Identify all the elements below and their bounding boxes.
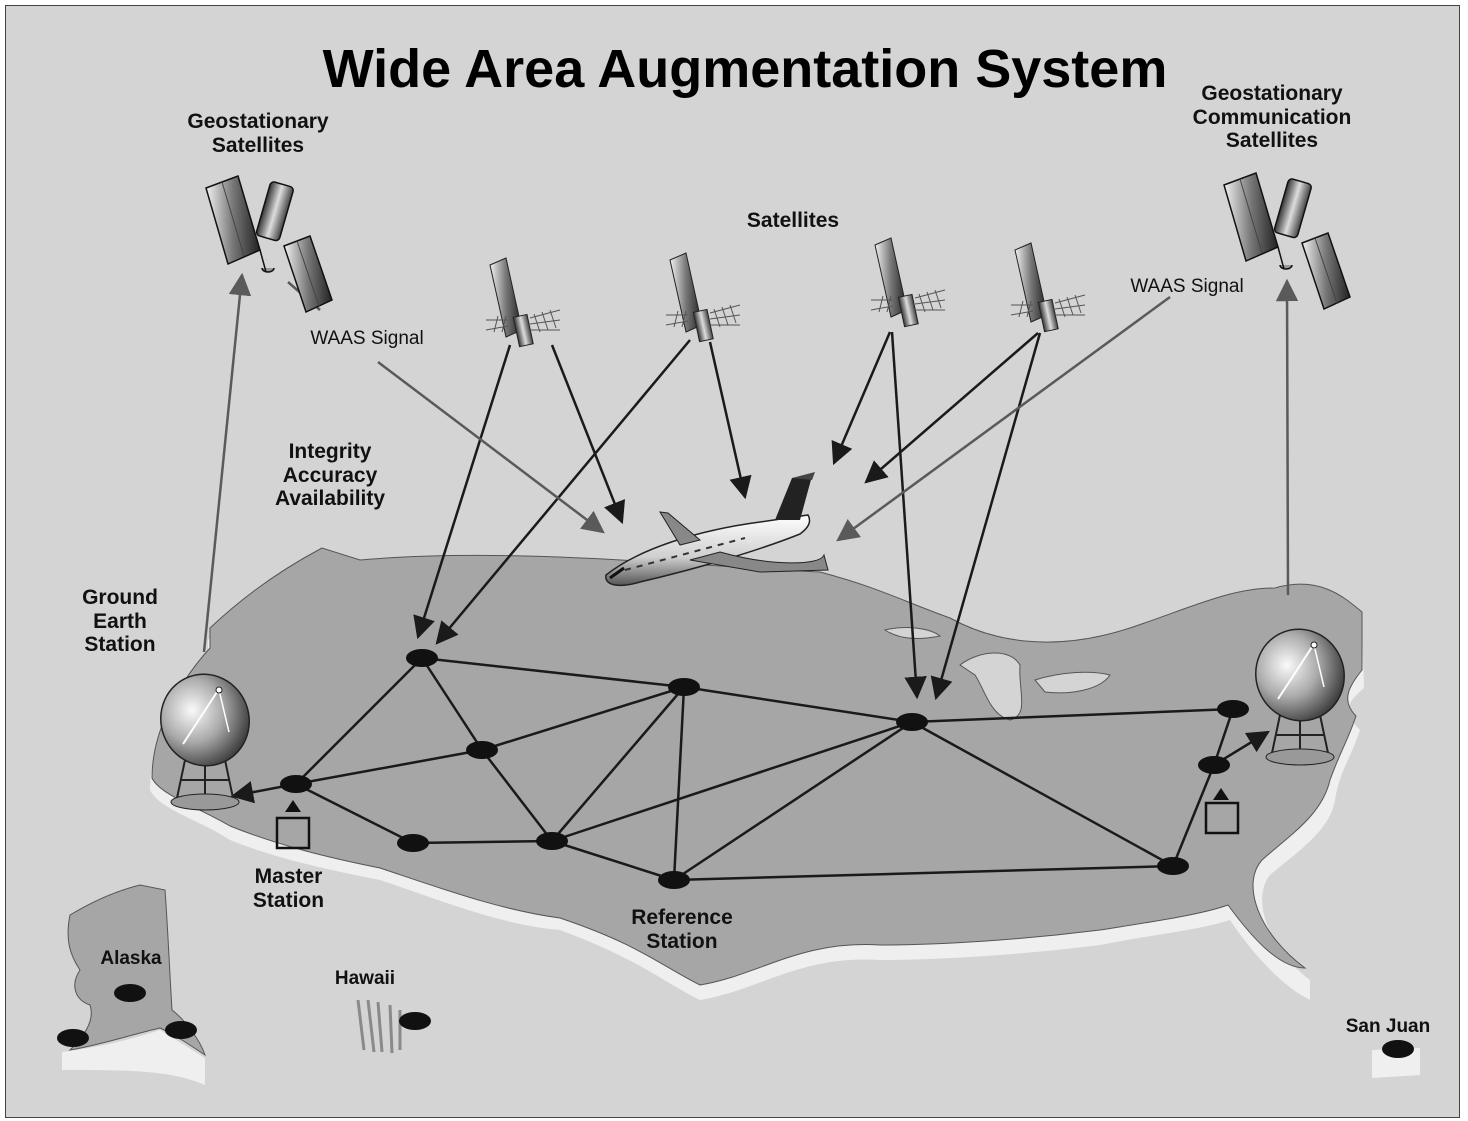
waas-signal-left-label: WAAS Signal [310, 328, 424, 349]
alaska-label: Alaska [100, 948, 162, 969]
san-juan-label: San Juan [1345, 1016, 1431, 1037]
reference-node-icon [1217, 700, 1249, 718]
reference-node-icon [658, 871, 690, 889]
reference-node-icon [466, 741, 498, 759]
hawaii-label: Hawaii [334, 968, 396, 989]
great-lakes [883, 627, 1111, 721]
reference-node-icon [896, 713, 928, 731]
reference-node-icon [406, 649, 438, 667]
reference-node-icon [536, 832, 568, 850]
reference-node-icon [1382, 1040, 1414, 1058]
reference-stations [57, 649, 1414, 1058]
geo-left-label: Geostationary Satellites [187, 110, 329, 157]
network-lines [295, 656, 1235, 882]
reference-node-icon [1198, 756, 1230, 774]
reference-node-icon [280, 775, 312, 793]
reference-node-icon [399, 1012, 431, 1030]
ground-earth-station-label: Ground Earth Station [82, 586, 158, 657]
diagram-title: Wide Area Augmentation System [322, 39, 1168, 99]
alaska-shape [67, 884, 206, 1057]
hawaii-shape [356, 999, 402, 1054]
waas-signal-right-label: WAAS Signal [1130, 276, 1244, 297]
usa-mainland [151, 547, 1363, 986]
reference-node-icon [397, 834, 429, 852]
reference-node-icon [165, 1021, 197, 1039]
geo-right-label: Geostationary Communication Satellites [1192, 82, 1352, 153]
master-station-icon [1204, 788, 1240, 835]
reference-station-label: Reference Station [631, 906, 733, 953]
satellite-icon [1010, 242, 1086, 333]
reference-node-icon [57, 1029, 89, 1047]
satellite-icon [665, 252, 741, 343]
qualities-label: Integrity Accuracy Availability [274, 440, 386, 511]
satellite-icon [870, 237, 946, 328]
master-station-icon [275, 800, 311, 850]
satellite-icon [205, 175, 333, 313]
satellite-signal-arrows [413, 331, 1042, 701]
satellite-icon [485, 257, 561, 348]
reference-node-icon [1157, 857, 1189, 875]
reference-node-icon [668, 678, 700, 696]
airplane-icon [605, 472, 829, 587]
waas-signal-arrows [202, 272, 1299, 653]
master-station-label: Master Station [252, 865, 325, 912]
reference-node-icon [114, 984, 146, 1002]
satellites-label: Satellites [746, 209, 840, 232]
